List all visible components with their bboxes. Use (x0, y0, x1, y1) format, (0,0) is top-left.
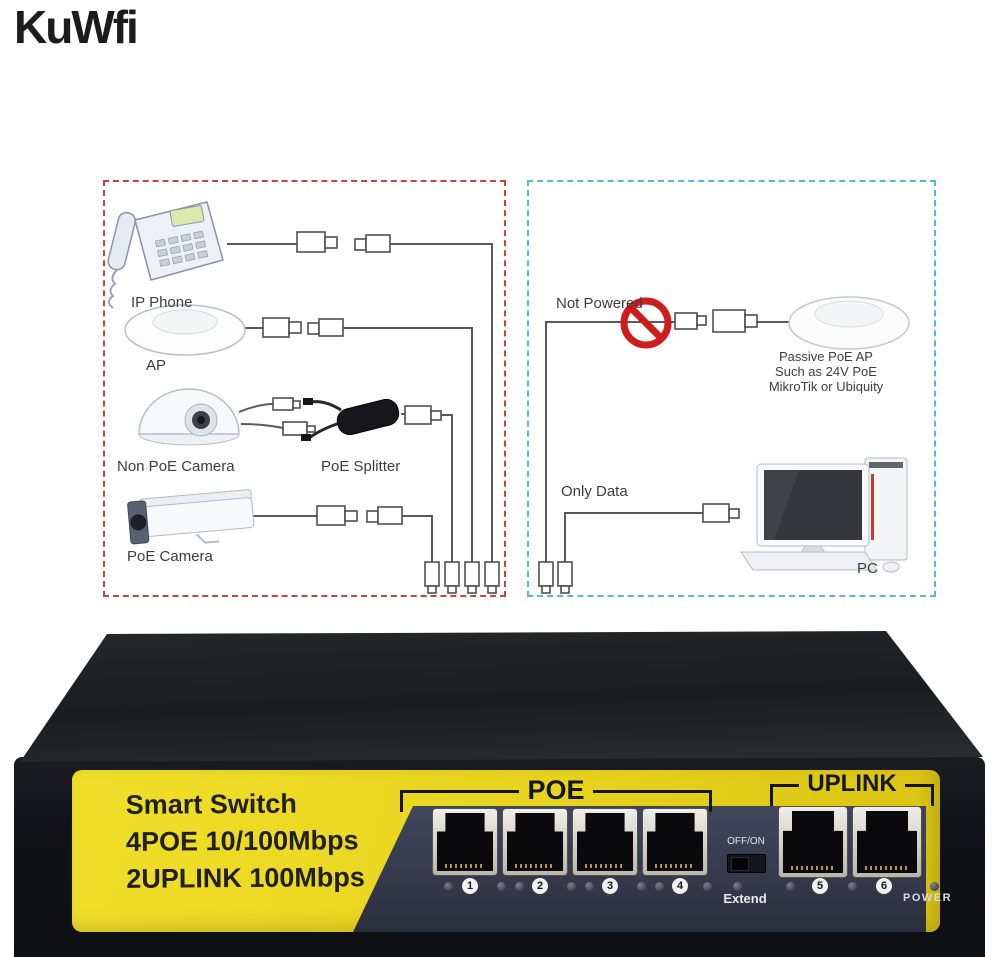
passive-ap-illustration (788, 296, 910, 350)
poe-port-3[interactable] (572, 808, 638, 876)
rj45-socket (783, 811, 843, 873)
passive-ap-caption-line1: Passive PoE AP (779, 349, 873, 364)
uplink-port-number-6: 6 (876, 878, 892, 894)
ap-illustration (124, 304, 246, 356)
pc-label: PC (857, 560, 878, 577)
bullet-camera-illustration (127, 489, 255, 545)
poe-port-number-1: 1 (462, 878, 478, 894)
port-led (444, 882, 453, 891)
not-powered-box (527, 180, 936, 597)
switch-label-line1: Smart Switch (125, 788, 297, 820)
rj45-socket (857, 811, 917, 873)
ip-phone-label: IP Phone (131, 294, 193, 311)
bracket-line (904, 784, 934, 787)
cable-lines (227, 243, 493, 562)
bracket-line (400, 790, 520, 793)
rj45-socket (507, 813, 563, 871)
poe-switch-photo: Smart Switch 4POE 10/100Mbps 2UPLINK 100… (0, 620, 1000, 957)
poe-port-number-2: 2 (532, 878, 548, 894)
ip-phone-illustration (107, 201, 224, 309)
uplink-port-5[interactable] (778, 806, 848, 878)
extend-led (733, 882, 742, 891)
not-powered-artwork (538, 296, 910, 594)
switch-label-text: Smart Switch 4POE 10/100Mbps 2UPLINK 100… (126, 785, 365, 898)
extend-toggle-switch[interactable] (727, 854, 766, 873)
rj45-socket (647, 813, 703, 871)
only-data-label: Only Data (561, 483, 628, 500)
splitter-output-connector (404, 405, 442, 425)
bracket-tick (770, 784, 773, 806)
poe-port-number-3: 3 (602, 878, 618, 894)
port-led (848, 882, 857, 891)
power-led (930, 882, 939, 891)
port-led (637, 882, 646, 891)
power-label: POWER (903, 892, 953, 904)
port-led (585, 882, 594, 891)
bracket-line (592, 790, 712, 793)
poe-group-bracket: POE (400, 775, 712, 812)
switch-label-line3: 2UPLINK 100Mbps (126, 862, 365, 894)
bottom-plugs (424, 561, 500, 594)
cable-lines (545, 321, 791, 562)
passive-ap-caption: Passive PoE AP Such as 24V PoE MikroTik … (742, 349, 910, 394)
bracket-tick (709, 790, 712, 812)
non-poe-camera-label: Non PoE Camera (117, 458, 235, 475)
pc-illustration (740, 457, 908, 573)
poe-group-label: POE (527, 775, 585, 805)
uplink-group-bracket: UPLINK (770, 770, 934, 806)
bracket-tick (400, 790, 403, 812)
port-led (497, 882, 506, 891)
dome-camera-illustration (138, 388, 240, 446)
poe-port-number-4: 4 (672, 878, 688, 894)
extend-label: Extend (723, 891, 767, 906)
poe-splitter-label: PoE Splitter (321, 458, 401, 475)
poe-port-1[interactable] (432, 808, 498, 876)
camera-pigtail-connectors (238, 397, 316, 436)
port-led (703, 882, 712, 891)
uplink-port-number-5: 5 (812, 878, 828, 894)
bottom-plugs (538, 561, 573, 594)
passive-ap-caption-line3: MikroTik or Ubiquity (768, 379, 884, 394)
toggle-knob (731, 857, 749, 871)
bracket-line (770, 784, 800, 787)
rj45-socket (577, 813, 633, 871)
rj45-socket (437, 813, 493, 871)
onoff-label: OFF/ON (727, 836, 765, 847)
uplink-group-label: UPLINK (807, 770, 897, 797)
poe-splitter-illustration (301, 398, 400, 441)
passive-ap-caption-line2: Such as 24V PoE (775, 364, 877, 379)
port-led (515, 882, 524, 891)
powered-devices-box (103, 180, 506, 597)
poe-camera-label: PoE Camera (127, 548, 213, 565)
switch-label-line2: 4POE 10/100Mbps (125, 825, 359, 857)
uplink-port-6[interactable] (852, 806, 922, 878)
switch-top-face (20, 631, 983, 762)
prohibition-icon (620, 297, 672, 349)
not-powered-label: Not Powered (556, 295, 643, 312)
port-led (786, 882, 795, 891)
powered-devices-artwork (107, 201, 500, 594)
poe-port-2[interactable] (502, 808, 568, 876)
poe-port-4[interactable] (642, 808, 708, 876)
bracket-tick (931, 784, 934, 806)
rj45-connectors (262, 231, 403, 526)
port-led (567, 882, 576, 891)
ap-label: AP (146, 357, 167, 374)
port-led (655, 882, 664, 891)
rj45-connectors (674, 309, 758, 523)
brand-logo: KuWfi (14, 1, 139, 53)
